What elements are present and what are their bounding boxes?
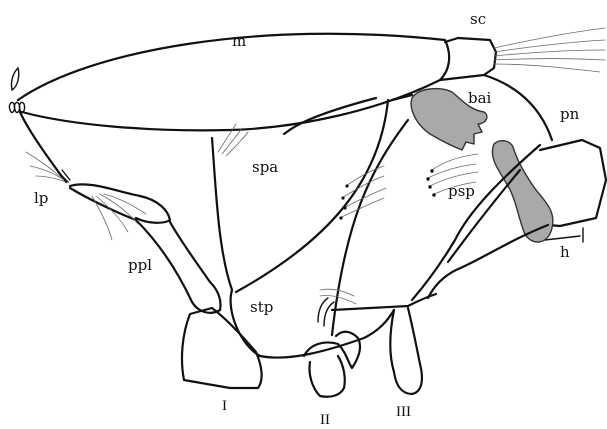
pleural-line-bottom (332, 294, 436, 310)
label-coxa-2: II (320, 412, 330, 428)
coxa-3-outline (390, 308, 422, 394)
postnotum-outline (484, 75, 552, 140)
label-pn: pn (560, 105, 580, 123)
label-sc: sc (470, 10, 486, 28)
label-stp: stp (250, 298, 273, 316)
label-bai: bai (468, 89, 492, 107)
propleuron-outline (70, 188, 221, 313)
pronotal-lobe (70, 184, 170, 222)
label-coxa-1: I (222, 398, 227, 414)
label-spa: spa (252, 158, 278, 176)
label-ppl: ppl (128, 256, 152, 274)
halter-line (545, 236, 580, 240)
label-h: h (560, 243, 570, 261)
label-lp: lp (34, 189, 48, 207)
pronotal-lobe-upper (20, 112, 66, 182)
pleural-suture-left (212, 138, 232, 290)
mesopleural-line (332, 120, 408, 335)
pleural-ridge (284, 98, 376, 134)
label-psp: psp (448, 182, 475, 200)
coxa-2-outline (304, 332, 360, 368)
ppl-setae (92, 194, 146, 240)
label-m: m (232, 32, 246, 50)
label-coxa-3: III (396, 404, 411, 420)
coxa-2-lower (309, 356, 344, 397)
anterior-spiracle-upper (11, 68, 18, 90)
anepisternal-setae (339, 166, 386, 220)
scutellum-setae (494, 28, 605, 72)
